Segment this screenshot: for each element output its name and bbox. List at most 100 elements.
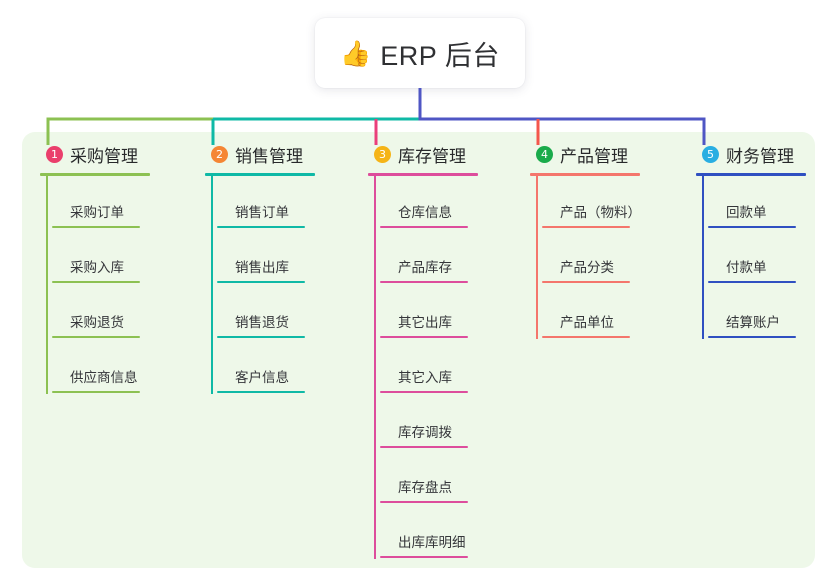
leaf-underline	[380, 281, 468, 283]
leaf-underline	[217, 281, 305, 283]
leaf-underline	[708, 226, 796, 228]
leaf-underline	[52, 336, 140, 338]
column-header-1[interactable]: 1 采购管理	[40, 140, 150, 168]
leaf-label: 出库库明细	[398, 535, 466, 550]
leaf-item[interactable]: 采购入库	[46, 231, 150, 286]
leaf-item[interactable]: 产品单位	[536, 286, 640, 341]
leaf-label: 产品（物料）	[560, 205, 641, 220]
leaf-item[interactable]: 采购退货	[46, 286, 150, 341]
leaf-item[interactable]: 产品分类	[536, 231, 640, 286]
leaf-label: 销售退货	[235, 315, 289, 330]
leaf-item[interactable]: 其它出库	[374, 286, 478, 341]
column-3: 3 库存管理仓库信息产品库存其它出库其它入库库存调拨库存盘点出库库明细	[368, 140, 478, 561]
leaf-label: 产品单位	[560, 315, 614, 330]
leaf-label: 采购入库	[70, 260, 124, 275]
leaf-item[interactable]: 客户信息	[211, 341, 315, 396]
leaf-label: 库存调拨	[398, 425, 452, 440]
leaf-label: 库存盘点	[398, 480, 452, 495]
leaf-label: 销售订单	[235, 205, 289, 220]
leaf-label: 回款单	[726, 205, 767, 220]
leaf-label: 采购订单	[70, 205, 124, 220]
leaf-list-2: 销售订单销售出库销售退货客户信息	[205, 176, 315, 396]
leaf-list-4: 产品（物料） 产品分类产品单位	[530, 176, 641, 341]
leaf-item[interactable]: 采购订单	[46, 176, 150, 231]
column-badge-1: 1	[46, 145, 63, 163]
column-title-2: 销售管理	[235, 146, 303, 166]
leaf-label: 客户信息	[235, 370, 289, 385]
leaf-underline	[708, 281, 796, 283]
leaf-label: 销售出库	[235, 260, 289, 275]
column-badge-2: 2	[211, 145, 228, 163]
leaf-underline	[380, 336, 468, 338]
column-title-3: 库存管理	[398, 146, 466, 166]
leaf-underline	[380, 501, 468, 503]
leaf-label: 仓库信息	[398, 205, 452, 220]
leaf-item[interactable]: 出库库明细	[374, 506, 478, 561]
leaf-spine-4	[536, 176, 538, 339]
leaf-spine-2	[211, 176, 213, 394]
thumbs-up-icon: 👍	[340, 39, 372, 68]
leaf-underline	[52, 281, 140, 283]
leaf-spine-5	[702, 176, 704, 339]
leaf-item[interactable]: 付款单	[702, 231, 806, 286]
root-node-card[interactable]: 👍 ERP 后台	[315, 18, 525, 88]
leaf-item[interactable]: 结算账户	[702, 286, 806, 341]
leaf-label: 付款单	[726, 260, 767, 275]
leaf-underline	[542, 226, 630, 228]
leaf-item[interactable]: 仓库信息	[374, 176, 478, 231]
leaf-item[interactable]: 销售退货	[211, 286, 315, 341]
column-title-1: 采购管理	[70, 146, 138, 166]
column-badge-5: 5	[702, 145, 719, 163]
column-badge-3: 3	[374, 145, 391, 163]
leaf-spine-3	[374, 176, 376, 559]
column-title-5: 财务管理	[726, 146, 794, 166]
leaf-item[interactable]: 库存盘点	[374, 451, 478, 506]
column-underline-2	[205, 173, 315, 176]
leaf-underline	[52, 391, 140, 393]
leaf-underline	[217, 391, 305, 393]
leaf-underline	[542, 281, 630, 283]
leaf-underline	[380, 226, 468, 228]
column-underline-1	[40, 173, 150, 176]
leaf-underline	[380, 391, 468, 393]
leaf-underline	[542, 336, 630, 338]
column-1: 1 采购管理采购订单采购入库采购退货供应商信息	[40, 140, 150, 396]
leaf-list-3: 仓库信息产品库存其它出库其它入库库存调拨库存盘点出库库明细	[368, 176, 478, 561]
leaf-label: 产品库存	[398, 260, 452, 275]
leaf-label: 采购退货	[70, 315, 124, 330]
leaf-item[interactable]: 其它入库	[374, 341, 478, 396]
leaf-item[interactable]: 产品（物料）	[536, 176, 641, 231]
leaf-list-1: 采购订单采购入库采购退货供应商信息	[40, 176, 150, 396]
column-header-3[interactable]: 3 库存管理	[368, 140, 478, 168]
column-header-4[interactable]: 4 产品管理	[530, 140, 640, 168]
column-underline-5	[696, 173, 806, 176]
leaf-list-5: 回款单付款单结算账户	[696, 176, 806, 341]
leaf-underline	[380, 446, 468, 448]
column-underline-3	[368, 173, 478, 176]
leaf-label: 结算账户	[726, 315, 780, 330]
leaf-item[interactable]: 销售订单	[211, 176, 315, 231]
leaf-label: 产品分类	[560, 260, 614, 275]
leaf-underline	[217, 226, 305, 228]
column-header-5[interactable]: 5 财务管理	[696, 140, 806, 168]
leaf-underline	[217, 336, 305, 338]
column-title-4: 产品管理	[560, 146, 628, 166]
leaf-label: 其它入库	[398, 370, 452, 385]
column-badge-4: 4	[536, 145, 553, 163]
leaf-item[interactable]: 产品库存	[374, 231, 478, 286]
leaf-underline	[380, 556, 468, 558]
leaf-item[interactable]: 回款单	[702, 176, 806, 231]
leaf-label: 供应商信息	[70, 370, 138, 385]
leaf-item[interactable]: 销售出库	[211, 231, 315, 286]
leaf-spine-1	[46, 176, 48, 394]
branches-panel	[22, 132, 815, 568]
leaf-label: 其它出库	[398, 315, 452, 330]
column-header-2[interactable]: 2 销售管理	[205, 140, 315, 168]
leaf-underline	[52, 226, 140, 228]
leaf-item[interactable]: 库存调拨	[374, 396, 478, 451]
root-node-title: ERP 后台	[380, 40, 500, 71]
leaf-underline	[708, 336, 796, 338]
column-2: 2 销售管理销售订单销售出库销售退货客户信息	[205, 140, 315, 396]
leaf-item[interactable]: 供应商信息	[46, 341, 150, 396]
